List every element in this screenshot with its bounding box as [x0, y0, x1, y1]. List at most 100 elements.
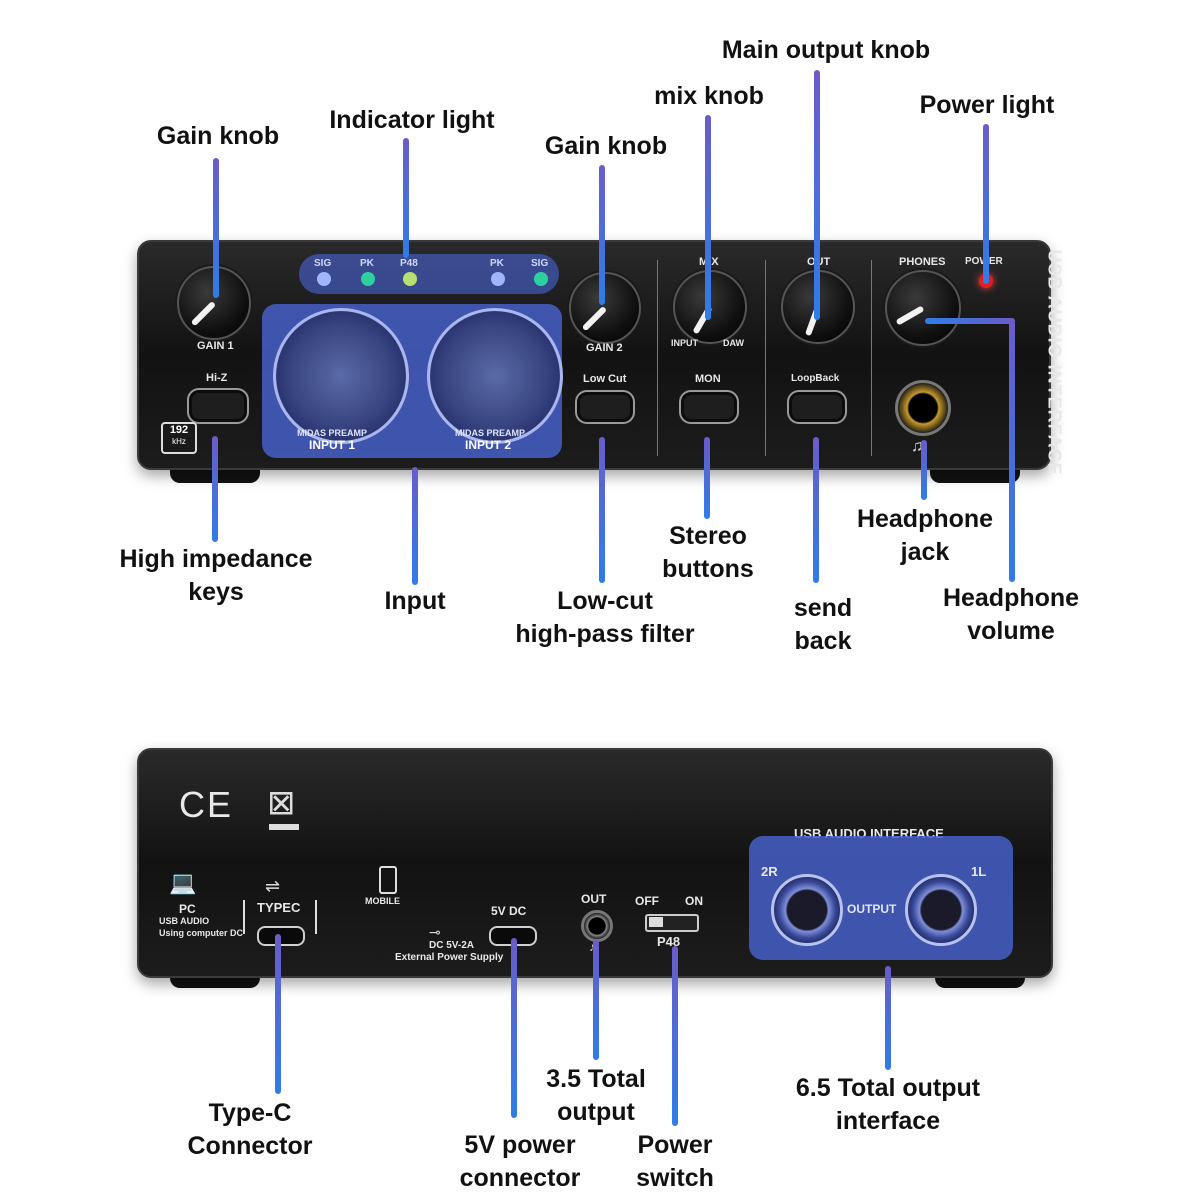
callout-headphone-jack-line1: Headphone [856, 505, 994, 533]
led-label-sig-2: SIG [531, 258, 549, 269]
mix-input-label: INPUT [671, 338, 698, 348]
callout-low-cut-line2: high-pass filter [515, 620, 695, 648]
off-label: OFF [635, 894, 659, 908]
mon-label: MON [695, 373, 721, 385]
p48-label: P48 [657, 934, 681, 949]
callout-send-back-line2: back [794, 627, 852, 655]
divider-2 [765, 260, 766, 456]
input2-label: INPUT 2 [465, 438, 512, 452]
headphone-jack[interactable] [895, 380, 951, 436]
five-v-dc-label: 5V DC [491, 904, 527, 918]
output-1l-jack[interactable] [905, 874, 977, 946]
weee-bin-icon: ⊠ [267, 784, 296, 822]
callout-35-line1: 3.5 Total [546, 1065, 646, 1093]
callout-line-5v [511, 938, 517, 1118]
out-35-label: OUT [581, 892, 607, 906]
callout-headphone-volume-line1: Headphone [942, 584, 1080, 612]
weee-bar [269, 824, 299, 830]
gain2-label: GAIN 2 [586, 342, 623, 354]
on-label: ON [685, 894, 703, 908]
callout-line-main-output [814, 70, 820, 320]
callout-type-c-line1: Type-C [208, 1099, 292, 1127]
headphone-volume-knob[interactable] [885, 270, 961, 346]
hiz-button[interactable] [187, 388, 249, 424]
callout-line-35 [593, 940, 599, 1060]
ch-2r-label: 2R [761, 864, 778, 879]
external-supply-label: External Power Supply [395, 952, 504, 963]
callout-type-c: Type-C Connector [180, 1097, 320, 1163]
callout-line-stereo [704, 437, 710, 519]
lowcut-button[interactable] [575, 390, 635, 424]
callout-line-sendback [813, 437, 819, 583]
callout-line-gain1 [213, 158, 219, 298]
pc-label: PC [179, 902, 196, 916]
front-panel: GAIN 1 Hi-Z 192 kHz SIG PK P48 PK SIG MI… [137, 240, 1065, 476]
callout-65-output: 6.5 Total output interface [786, 1072, 990, 1138]
lowcut-label: Low Cut [583, 373, 627, 385]
callout-low-cut: Low-cut high-pass filter [502, 585, 708, 651]
gain2-knob[interactable] [569, 272, 641, 344]
combo-input-1[interactable] [273, 308, 409, 444]
preamp-text-1: MIDAS PREAMP [297, 428, 368, 438]
callout-line-headphone-jack [921, 440, 927, 500]
callout-hline-headphone-volume [925, 318, 1015, 324]
p48-switch[interactable] [645, 914, 699, 932]
plug-icon: ⊸ [429, 924, 441, 940]
output-label: OUTPUT [847, 902, 897, 916]
callout-line-lowcut [599, 437, 605, 583]
indicator-strip [299, 254, 559, 294]
callout-headphone-jack: Headphone jack [850, 503, 1000, 569]
p48-switch-handle[interactable] [649, 917, 663, 927]
callout-5v-line1: 5V power [464, 1131, 576, 1159]
callout-input: Input [384, 587, 446, 615]
typec-port[interactable] [257, 926, 305, 946]
typec-bracket-right [315, 900, 317, 934]
callout-power-light: Power light [919, 91, 1055, 119]
led-label-pk-2: PK [490, 258, 504, 269]
rate-badge: 192 kHz [161, 422, 197, 454]
callout-main-output-knob: Main output knob [721, 36, 931, 64]
led-sig-2 [534, 272, 548, 286]
callout-power-switch: Power switch [620, 1129, 730, 1195]
led-label-p48: P48 [400, 258, 418, 269]
headphone-small-icon: ♪ [589, 940, 595, 954]
led-pk-2 [491, 272, 505, 286]
callout-line-input [412, 467, 418, 585]
callout-high-impedance: High impedance keys [112, 543, 320, 609]
callout-5v-line2: connector [459, 1164, 581, 1192]
callout-gain-knob-1: Gain knob [156, 122, 280, 150]
divider-3 [871, 260, 872, 456]
output-35-jack[interactable] [581, 910, 613, 942]
led-label-sig-1: SIG [314, 258, 332, 269]
rate-badge-top: 192 [169, 424, 189, 436]
gain1-label: GAIN 1 [197, 340, 234, 352]
callout-65-line2: interface [835, 1107, 941, 1135]
output-2r-jack[interactable] [771, 874, 843, 946]
usb-icon: ⇌ [265, 876, 281, 896]
main-output-knob[interactable] [781, 270, 855, 344]
dc-rating-label: DC 5V-2A [429, 940, 475, 951]
callout-line-typec [275, 934, 281, 1094]
preamp-text-2: MIDAS PREAMP [455, 428, 526, 438]
headphone-icon: ♫ [911, 438, 923, 455]
callout-5v-power: 5V power connector [452, 1129, 588, 1195]
callout-headphone-volume: Headphone volume [936, 582, 1086, 648]
mon-button[interactable] [679, 390, 739, 424]
callout-high-impedance-line2: keys [188, 578, 244, 606]
combo-input-2[interactable] [427, 308, 563, 444]
callout-low-cut-line1: Low-cut [557, 587, 653, 615]
pc-sub-2: Using computer DC [159, 928, 244, 938]
callout-line-gain2 [599, 165, 605, 305]
mobile-icon [379, 866, 397, 894]
divider-1 [657, 260, 658, 456]
side-text: USB AUDIO INTERFACE [1044, 249, 1065, 476]
callout-send-back: send back [778, 592, 868, 658]
callout-line-hiz [212, 436, 218, 542]
callout-35-output: 3.5 Total output [536, 1063, 656, 1129]
callout-send-back-line1: send [793, 594, 853, 622]
gain1-knob[interactable] [177, 266, 251, 340]
loopback-button[interactable] [787, 390, 847, 424]
led-pk-1 [361, 272, 375, 286]
callout-line-mix [705, 115, 711, 320]
